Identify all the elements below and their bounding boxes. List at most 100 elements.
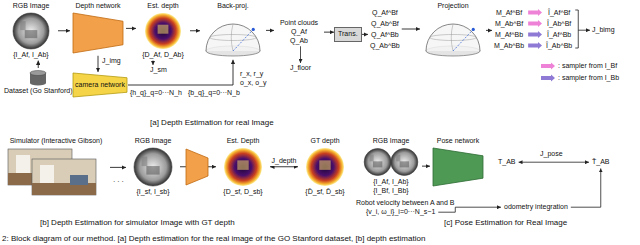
point-cloud-block: Q_Af^BfQ_Ab^BfQ_Af^BbQ_Ab^Bb — [368, 6, 402, 52]
connector-arrow — [486, 30, 492, 31]
trapG-art — [432, 147, 484, 187]
diagram-label: r_x, r_y — [240, 70, 263, 78]
line-path — [231, 24, 233, 51]
fisheye-art — [128, 147, 178, 187]
connector-group — [38, 28, 492, 167]
line-segment — [233, 29, 253, 51]
shape-polygon — [73, 13, 123, 53]
image-block: Est. depth {D_Af, D_Ab} — [136, 1, 190, 61]
network-block: Depth network — [70, 1, 126, 56]
circle-shape — [224, 148, 262, 186]
rect-shape — [20, 21, 25, 30]
connector-arrow — [58, 30, 70, 31]
diagram-label: o_x, o_y — [240, 79, 266, 87]
node-sublabel: {I_Af, I_Ab} — [13, 51, 48, 60]
shape-polygon — [433, 148, 483, 186]
mask-column: M_Af^BfM_Ab^BfM_Af^BbM_Ab^Bb — [492, 6, 526, 52]
simulator-block: Simulator (Interactive Gibson) — [2, 136, 110, 199]
image-block: RGB Image{I_Af, I_Ab}{I_Bf, I_Bb} — [360, 136, 422, 196]
hemisphere-block: Projection — [420, 1, 486, 60]
diagram-label: {v_i, ω_i}_i=0···N_s−1 — [366, 208, 435, 216]
node-sublabel: M_Af^Bb — [495, 29, 523, 40]
node-label: Est. Depth — [227, 137, 260, 146]
image-block: RGB Image {I_sf, I_sb} — [126, 136, 180, 198]
node-label: Projection — [437, 2, 468, 11]
point-cloud-block: Point cloudsQ_AfQ_Ab — [274, 18, 324, 46]
node-label: Point clouds — [280, 19, 318, 28]
ellipse-shape — [430, 34, 476, 40]
rect-shape — [158, 24, 169, 33]
sampler-arrow — [528, 31, 542, 38]
connector-arrow — [128, 60, 233, 85]
connector-arrow — [98, 56, 99, 72]
depth-art — [218, 147, 268, 187]
connector-arrow — [362, 34, 368, 35]
leader-line — [578, 30, 590, 31]
rect-shape — [237, 160, 248, 170]
circle-shape — [134, 148, 172, 186]
connector-arrow — [38, 61, 39, 69]
leader-line — [153, 61, 154, 66]
node-label: Pose network — [437, 137, 479, 146]
pair-art — [362, 147, 420, 177]
rect-shape — [396, 154, 400, 161]
circle-shape — [391, 148, 418, 175]
diagram-label: J_bimg — [592, 26, 615, 34]
rect-shape — [16, 155, 30, 173]
leader-line — [575, 10, 578, 48]
hemi-art — [422, 12, 484, 58]
rect-shape — [319, 160, 330, 170]
node-label: Est. depth — [147, 2, 179, 11]
rect-shape — [70, 175, 88, 185]
diagram-label: Robot velocity between A and B — [356, 199, 454, 207]
legend-swatch — [541, 75, 555, 82]
depth-art — [300, 147, 350, 187]
sim-art — [4, 147, 108, 197]
diagram-label: T_AB — [498, 158, 516, 166]
node-sublabel: Q_Ab^Bb — [370, 40, 400, 51]
connector-arrow — [324, 32, 334, 33]
shape-polygon — [73, 73, 127, 97]
depth-art — [138, 12, 188, 50]
image-column: Î_Af^BfÎ_Ab^BfÎ_Af^BbÎ_Ab^Bb — [544, 6, 574, 52]
caption: 2: Block diagram of our method. [a] Dept… — [2, 234, 425, 244]
leader-line — [438, 207, 501, 212]
node-label: Q_Af^Bf — [372, 7, 398, 18]
connector-arrow — [126, 28, 136, 29]
diagram-label: odometry integration — [504, 203, 568, 211]
node-sublabel: Î_Ab^Bb — [546, 40, 572, 51]
connector-arrow — [266, 30, 274, 31]
node-label: RGB Image — [135, 137, 172, 146]
node-sublabel: {I_sf, I_sb} — [136, 188, 169, 197]
fisheye-art — [6, 12, 56, 50]
ellipse-shape — [210, 34, 256, 40]
legend-text: : sampler from I_Bb — [558, 74, 619, 82]
rect-shape — [370, 154, 374, 161]
node-sublabel: {I_Af, I_Ab} — [373, 178, 408, 187]
network-block: camera network — [72, 72, 128, 98]
node-label: Î_Af^Bf — [548, 7, 570, 18]
node-sublabel: {D_Af, D_Ab} — [142, 51, 184, 60]
circle-shape — [364, 148, 391, 175]
connector-arrow — [270, 166, 298, 167]
node-label: M_Af^Bf — [496, 7, 522, 18]
legend-entry: : sampler from I_Bb — [540, 74, 619, 82]
image-block: Est. Depth{D_sf, D_sb} — [216, 136, 270, 198]
diagram-label: [c] Pose Estimation for Real Image — [444, 218, 567, 228]
diagram-label: [a] Depth Estimation for real Image — [150, 118, 274, 128]
dataset-block: Dataset (Go Stanford) — [2, 68, 74, 97]
hemi-art — [202, 12, 264, 58]
circle-shape — [306, 148, 344, 186]
line-path — [451, 24, 453, 51]
image-block: GT depth{D̄_sf, D̄_sb} — [298, 136, 352, 198]
line-path — [426, 24, 480, 51]
network-trapezoid — [186, 149, 208, 185]
node-label: RGB Image — [13, 2, 50, 11]
connector-arrow — [190, 30, 200, 31]
db-art — [11, 70, 65, 86]
rect-shape — [25, 30, 38, 38]
rect-shape — [32, 159, 96, 195]
diagram-label: J_floor — [290, 64, 311, 72]
connector-arrow — [110, 167, 126, 168]
